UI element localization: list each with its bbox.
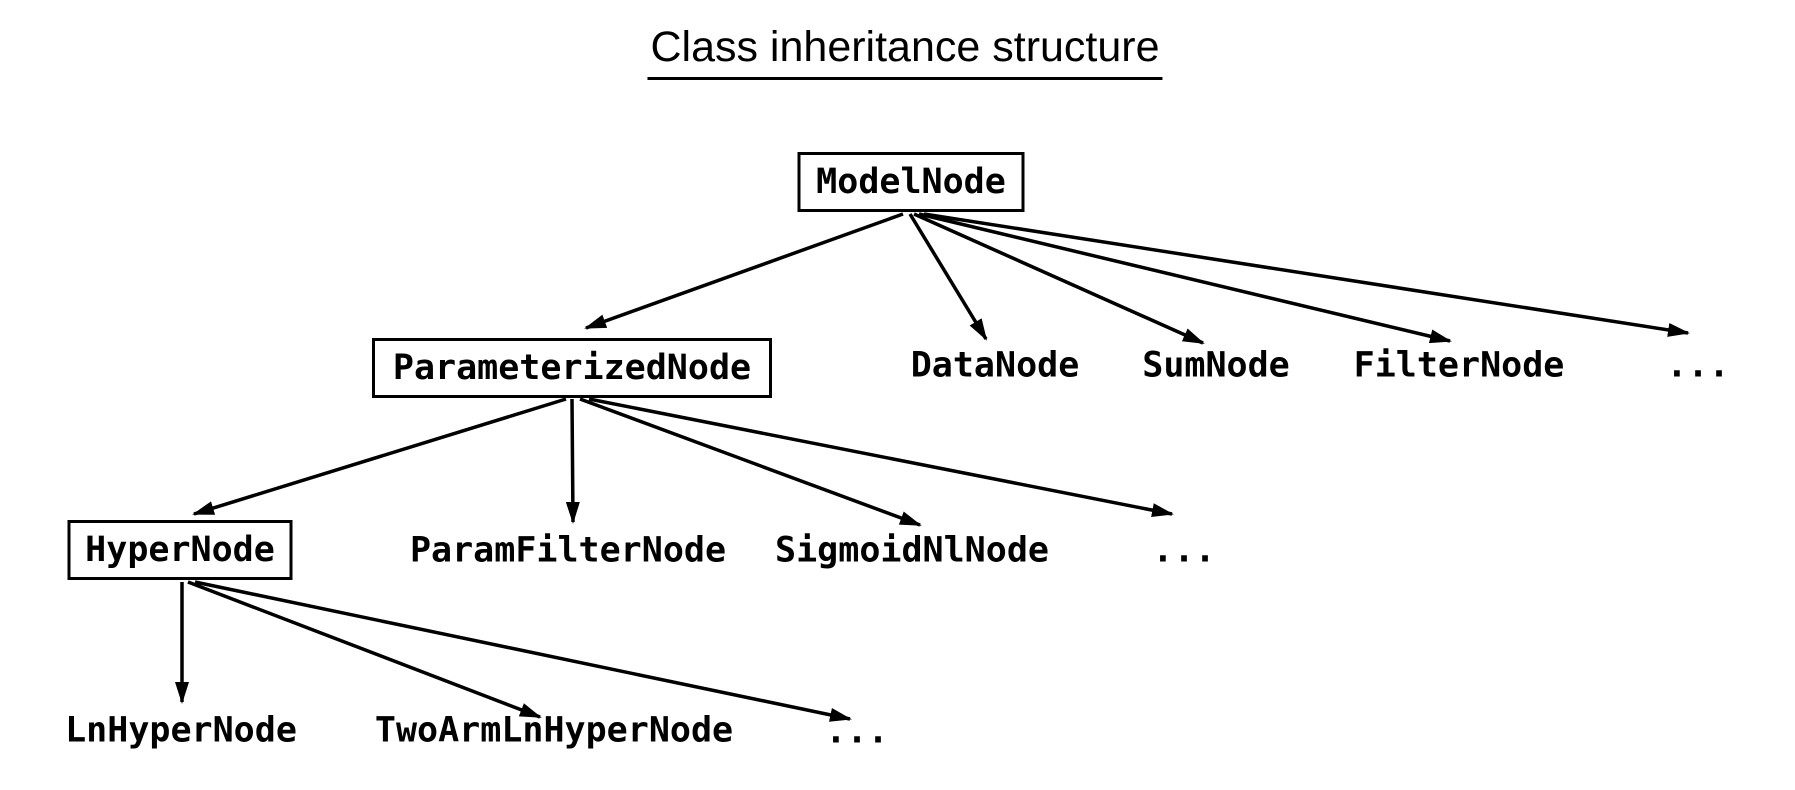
node-HyperNode: HyperNode: [67, 520, 293, 580]
edge-ModelNode-to-DataNode: [908, 213, 988, 341]
edges-group: [175, 212, 1690, 722]
edge-ModelNode-to-ellipsis-row2: [923, 212, 1690, 337]
edge-ModelNode-to-ParameterizedNode: [584, 212, 904, 330]
edge-ParameterizedNode-to-ParamFilterNode: [565, 398, 580, 524]
edge-ParameterizedNode-to-SigmoidNlNode: [579, 397, 922, 527]
node-ParameterizedNode: ParameterizedNode: [372, 338, 772, 398]
node-ellipsis-row4: ...: [825, 711, 889, 752]
node-FilterNode: FilterNode: [1353, 345, 1565, 386]
node-ModelNode: ModelNode: [797, 152, 1025, 212]
node-SigmoidNlNode: SigmoidNlNode: [775, 530, 1049, 571]
node-SumNode: SumNode: [1142, 345, 1290, 386]
edge-HyperNode-to-ellipsis-row4: [194, 580, 852, 722]
node-TwoArmLnHyperNode: TwoArmLnHyperNode: [374, 710, 734, 751]
edge-ModelNode-to-FilterNode: [918, 212, 1452, 344]
node-DataNode: DataNode: [910, 345, 1080, 386]
edge-ParameterizedNode-to-ellipsis-row3: [588, 397, 1174, 517]
diagram-title: Class inheritance structure: [647, 23, 1163, 81]
node-ellipsis-row2: ...: [1666, 345, 1730, 386]
edge-ParameterizedNode-to-HyperNode: [192, 397, 567, 516]
node-ParamFilterNode: ParamFilterNode: [409, 530, 727, 571]
node-LnHyperNode: LnHyperNode: [65, 710, 297, 751]
edge-ModelNode-to-SumNode: [913, 212, 1205, 345]
node-ellipsis-row3: ...: [1152, 530, 1216, 571]
edge-HyperNode-to-TwoArmLnHyperNode: [187, 580, 542, 719]
